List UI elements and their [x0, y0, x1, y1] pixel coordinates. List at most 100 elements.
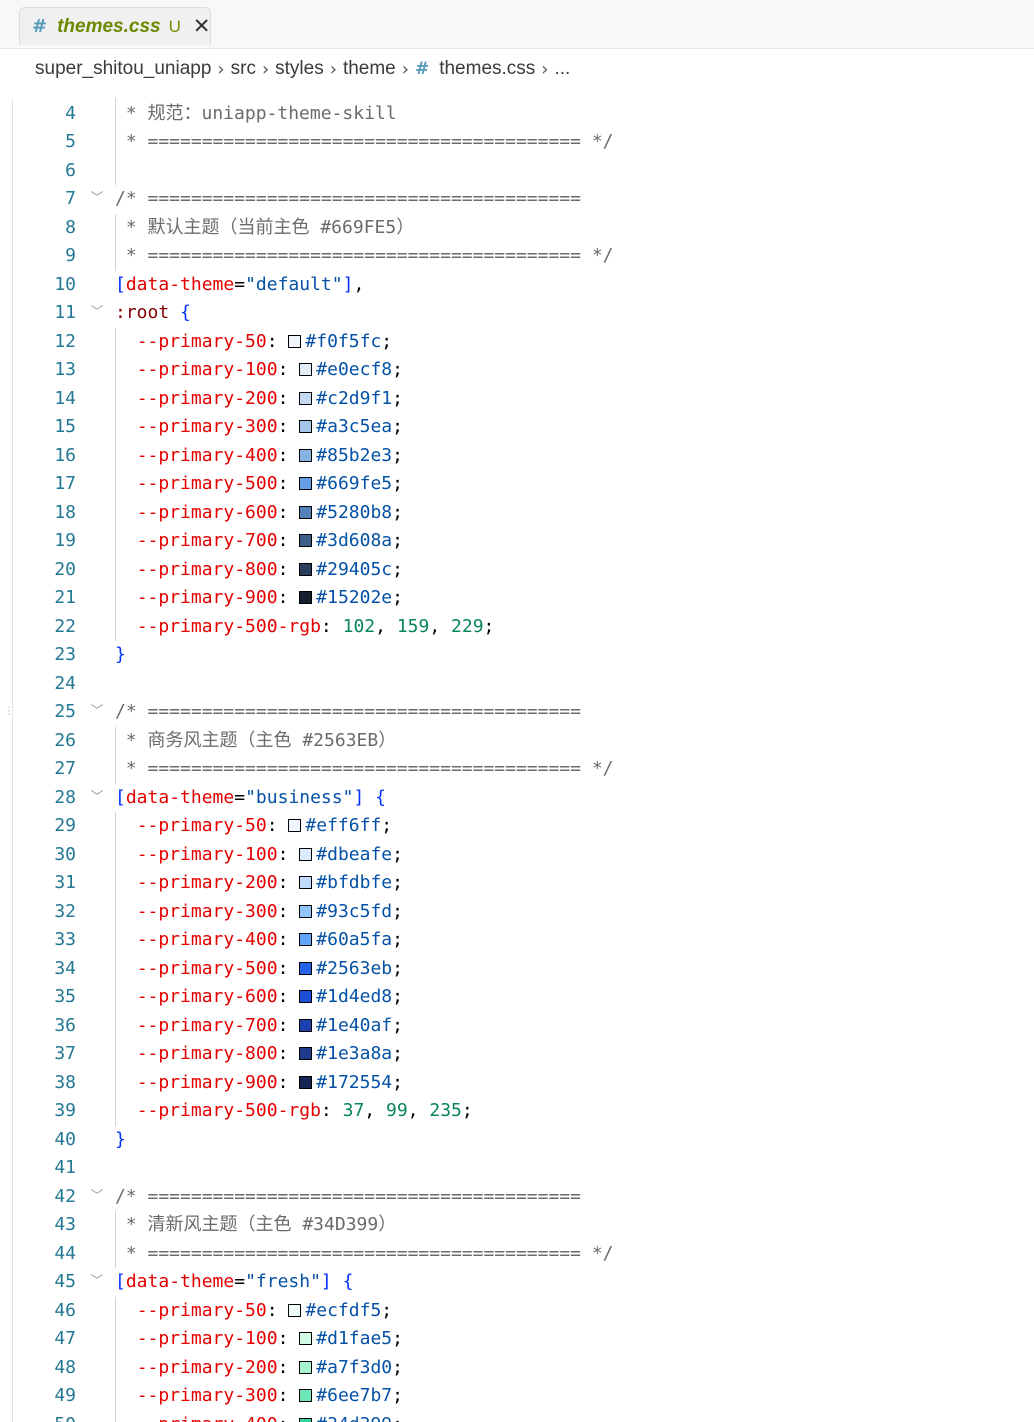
fold-chevron-icon[interactable]: ﹀: [90, 1188, 104, 1204]
breadcrumb-item[interactable]: super_shitou_uniapp: [35, 58, 212, 79]
line-number: 24: [54, 672, 76, 694]
code-text[interactable]: * 清新风主题（主色 #34D399）: [115, 1214, 397, 1235]
code-text[interactable]: * 商务风主题（主色 #2563EB）: [115, 729, 397, 751]
code-text[interactable]: /* =====================================…: [115, 188, 581, 209]
color-swatch[interactable]: [299, 562, 313, 576]
code-text[interactable]: --primary-200: #a7f3d0;: [136, 1356, 403, 1378]
line-number: 14: [54, 387, 76, 409]
color-swatch[interactable]: [299, 961, 313, 975]
code-text[interactable]: * ======================================…: [115, 131, 614, 152]
resize-handle-icon[interactable]: ⋮: [4, 706, 14, 717]
code-text[interactable]: --primary-600: #1d4ed8;: [136, 986, 403, 1007]
color-swatch[interactable]: [299, 933, 313, 946]
color-swatch[interactable]: [299, 904, 313, 918]
breadcrumb-item[interactable]: themes.css: [439, 58, 536, 79]
color-swatch[interactable]: [299, 448, 313, 462]
code-text[interactable]: --primary-400: #34d399;: [115, 1411, 403, 1422]
code-text[interactable]: * 默认主题（当前主色 #669FE5）: [115, 216, 415, 238]
line-number: 40: [54, 1128, 76, 1150]
editor-tab-themes-css[interactable]: # themes.css U ✕: [19, 7, 211, 45]
breadcrumb-item[interactable]: styles: [275, 58, 324, 79]
line-number: 23: [54, 644, 76, 665]
code-text[interactable]: --primary-500: #669fe5;: [136, 473, 403, 494]
breadcrumb-item[interactable]: theme: [342, 58, 396, 79]
color-swatch[interactable]: [299, 391, 313, 405]
code-text[interactable]: --primary-400: #85b2e3;: [136, 444, 403, 466]
code-text[interactable]: --primary-500-rgb: 37, 99, 235;: [136, 1100, 473, 1121]
color-swatch[interactable]: [299, 1417, 313, 1422]
color-swatch[interactable]: [299, 591, 313, 604]
breadcrumb-item[interactable]: src: [230, 58, 256, 79]
code-text[interactable]: }: [115, 644, 126, 665]
fold-chevron-icon[interactable]: ﹀: [90, 704, 104, 719]
code-text[interactable]: * ======================================…: [115, 1242, 614, 1264]
code-text[interactable]: --primary-900: #15202e;: [136, 587, 403, 608]
line-number: 9: [65, 245, 76, 266]
code-text[interactable]: --primary-100: #dbeafe;: [136, 843, 403, 865]
code-editor[interactable]: 3 * 切换方式：修改根元素 data-theme 属性4 * 规范：uniap…: [0, 86, 1034, 1422]
color-swatch[interactable]: [299, 847, 313, 861]
code-text[interactable]: --primary-300: #a3c5ea;: [136, 416, 403, 437]
indent-guide: [115, 840, 116, 869]
code-text[interactable]: /* =====================================…: [115, 1185, 581, 1207]
code-text[interactable]: [data-theme="fresh"] {: [115, 1271, 354, 1292]
indent-guide: [115, 1382, 116, 1411]
color-swatch[interactable]: [299, 1075, 313, 1089]
code-text[interactable]: --primary-600: #5280b8;: [136, 501, 403, 523]
code-text[interactable]: --primary-50: #eff6ff;: [136, 815, 393, 836]
color-swatch[interactable]: [299, 1018, 313, 1032]
color-swatch[interactable]: [299, 363, 313, 376]
code-text[interactable]: --primary-300: #93c5fd;: [136, 900, 403, 922]
color-swatch[interactable]: [299, 876, 313, 889]
color-swatch[interactable]: [299, 990, 313, 1003]
line-number: 19: [54, 530, 76, 551]
code-text[interactable]: --primary-200: #c2d9f1;: [136, 387, 403, 409]
color-swatch[interactable]: [288, 334, 302, 348]
code-text[interactable]: --primary-500: #2563eb;: [136, 957, 403, 979]
color-swatch[interactable]: [299, 1360, 313, 1374]
code-text[interactable]: :root {: [115, 302, 191, 323]
code-text[interactable]: --primary-500-rgb: 102, 159, 229;: [136, 615, 495, 637]
color-swatch[interactable]: [299, 477, 313, 490]
code-text[interactable]: --primary-700: #3d608a;: [136, 530, 403, 551]
color-swatch[interactable]: [299, 420, 313, 433]
code-text[interactable]: --primary-200: #bfdbfe;: [136, 872, 403, 893]
indent-guide: [115, 584, 116, 613]
code-text[interactable]: [data-theme="business"] {: [115, 786, 386, 808]
color-swatch[interactable]: [299, 1389, 313, 1402]
code-text[interactable]: --primary-50: #ecfdf5;: [136, 1299, 393, 1321]
code-text[interactable]: /* =====================================…: [115, 701, 581, 722]
code-text[interactable]: --primary-900: #172554;: [136, 1071, 403, 1093]
code-text[interactable]: * ======================================…: [115, 758, 614, 779]
color-swatch[interactable]: [299, 1047, 313, 1060]
fold-chevron-icon[interactable]: ﹀: [90, 191, 104, 206]
line-number: 45: [54, 1271, 76, 1292]
breadcrumb-item[interactable]: ...: [554, 58, 571, 79]
color-swatch[interactable]: [299, 505, 313, 519]
code-text[interactable]: --primary-300: #6ee7b7;: [136, 1385, 403, 1406]
color-swatch[interactable]: [299, 1332, 313, 1345]
code-text[interactable]: * ======================================…: [115, 245, 614, 266]
close-icon[interactable]: ✕: [192, 14, 211, 38]
code-text[interactable]: --primary-700: #1e40af;: [136, 1014, 403, 1036]
code-text[interactable]: --primary-400: #60a5fa;: [136, 929, 403, 950]
fold-chevron-icon[interactable]: ﹀: [90, 789, 104, 805]
code-text[interactable]: }: [115, 1128, 126, 1150]
color-swatch[interactable]: [299, 534, 313, 547]
fold-chevron-icon[interactable]: ﹀: [90, 1274, 104, 1289]
code-text[interactable]: --primary-50: #f0f5fc;: [136, 330, 393, 352]
code-line: 14 --primary-200: #c2d9f1;: [0, 384, 1034, 413]
color-swatch[interactable]: [288, 1303, 302, 1317]
fold-chevron-icon[interactable]: ﹀: [90, 305, 104, 320]
code-text[interactable]: --primary-100: #d1fae5;: [136, 1328, 403, 1349]
code-text[interactable]: [data-theme="default"],: [115, 273, 365, 295]
code-text[interactable]: --primary-100: #e0ecf8;: [136, 359, 403, 380]
code-text[interactable]: --primary-800: #29405c;: [136, 558, 403, 580]
code-text[interactable]: * 规范：uniapp-theme-skill: [115, 102, 397, 124]
code-text[interactable]: --primary-800: #1e3a8a;: [136, 1043, 403, 1064]
code-line: 45 ﹀ [data-theme="fresh"] {: [0, 1268, 1034, 1297]
code-line: 17 --primary-500: #669fe5;: [0, 470, 1034, 499]
line-number: 6: [65, 159, 76, 181]
line-number: 26: [54, 729, 76, 751]
color-swatch[interactable]: [288, 819, 302, 832]
